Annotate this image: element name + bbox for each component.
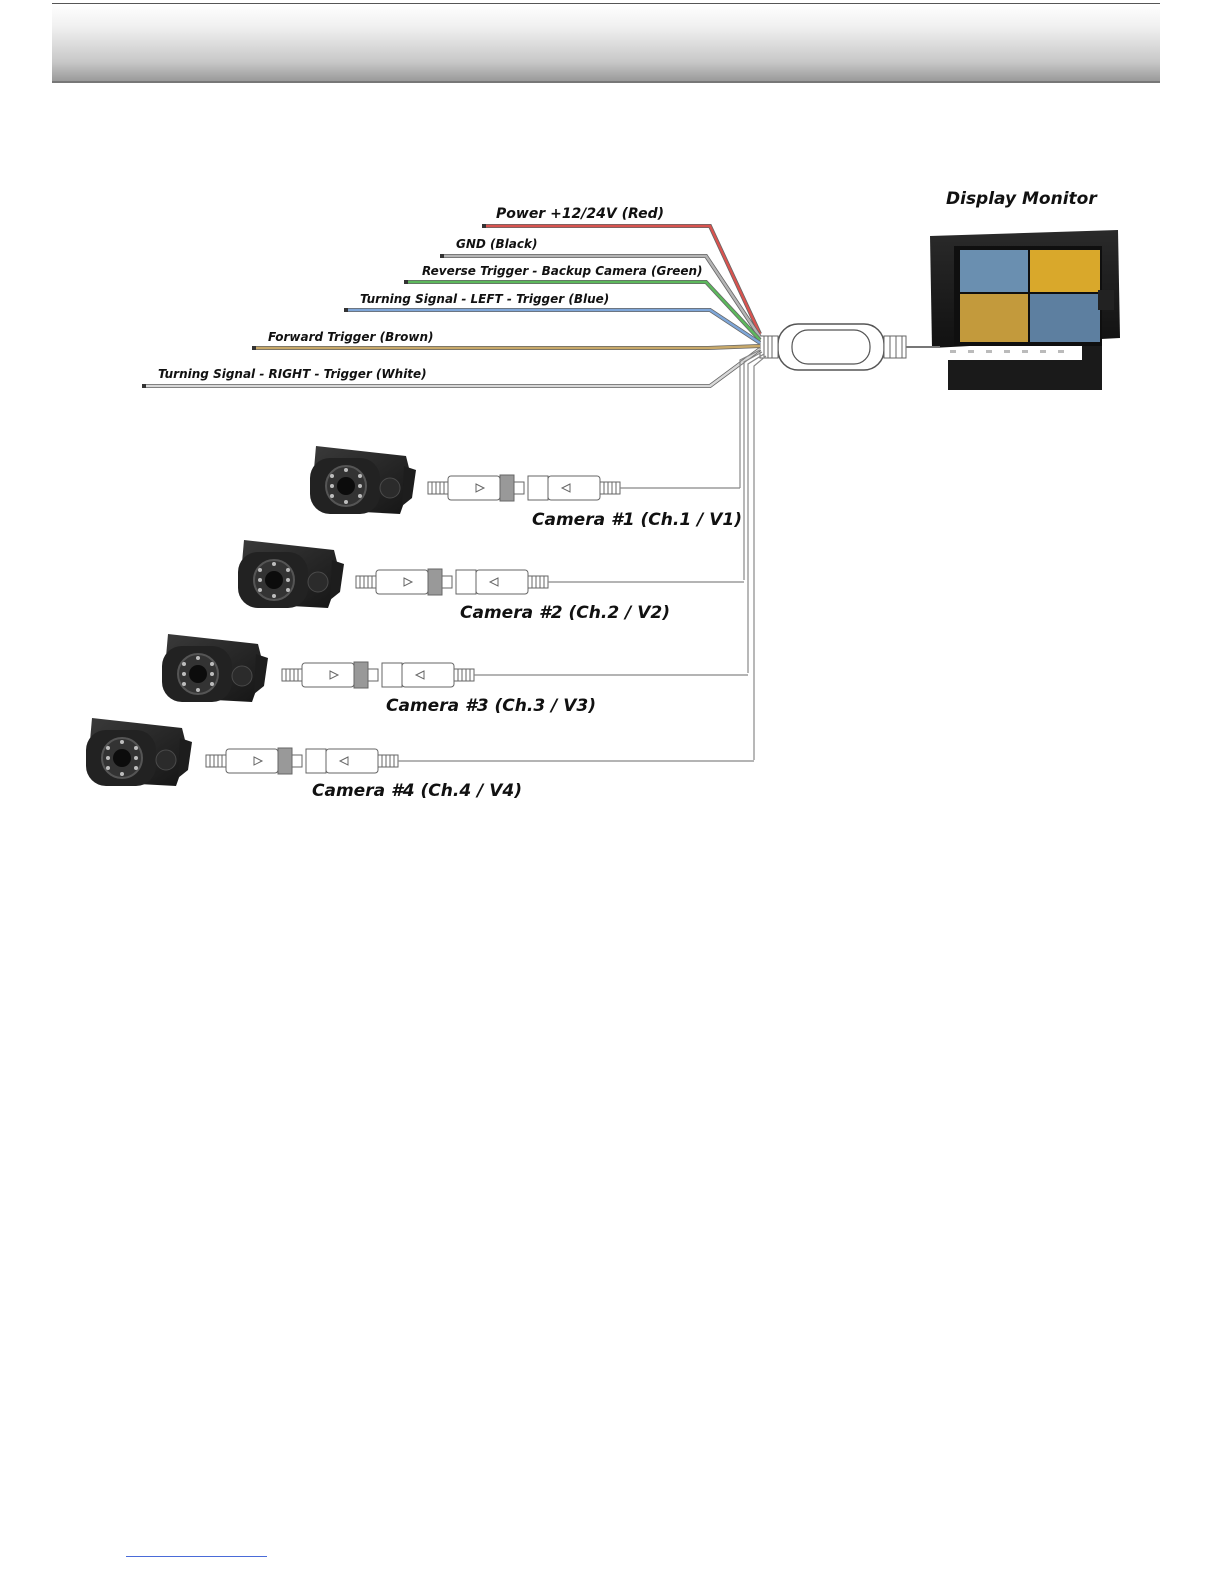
monitor-label: Display Monitor (946, 189, 1098, 209)
wire-label-forward-trigger: Forward Trigger (Brown) (268, 330, 434, 344)
camera-3-label: Camera #3 (Ch.3 / V3) (386, 696, 596, 716)
camera-4-label: Camera #4 (Ch.4 / V4) (312, 781, 522, 801)
camera-4 (86, 718, 754, 786)
camera-2-label: Camera #2 (Ch.2 / V2) (460, 603, 670, 623)
camera-3 (162, 634, 748, 702)
wire-label-left-signal: Turning Signal - LEFT - Trigger (Blue) (360, 292, 609, 306)
wire-right-signal-end (142, 384, 146, 388)
wire-label-gnd: GND (Black) (456, 237, 537, 251)
display-monitor (930, 230, 1120, 390)
camera-1-label: Camera #1 (Ch.1 / V1) (532, 510, 742, 530)
wire-label-right-signal: Turning Signal - RIGHT - Trigger (White) (158, 367, 427, 381)
camera-1 (310, 446, 740, 514)
wire-label-reverse-trigger: Reverse Trigger - Backup Camera (Green) (422, 264, 703, 278)
camera-2 (238, 540, 744, 608)
camera-trunk-lines (740, 350, 766, 760)
wire-power-end (482, 224, 486, 228)
wire-label-power: Power +12/24V (Red) (496, 206, 664, 222)
wire-reverse-trigger-end (404, 280, 408, 284)
wire-gnd-end (440, 254, 444, 258)
junction-box (760, 324, 940, 370)
wire-left-signal-end (344, 308, 348, 312)
wire-forward-trigger-end (252, 346, 256, 350)
footer-link-underline (126, 1556, 267, 1557)
